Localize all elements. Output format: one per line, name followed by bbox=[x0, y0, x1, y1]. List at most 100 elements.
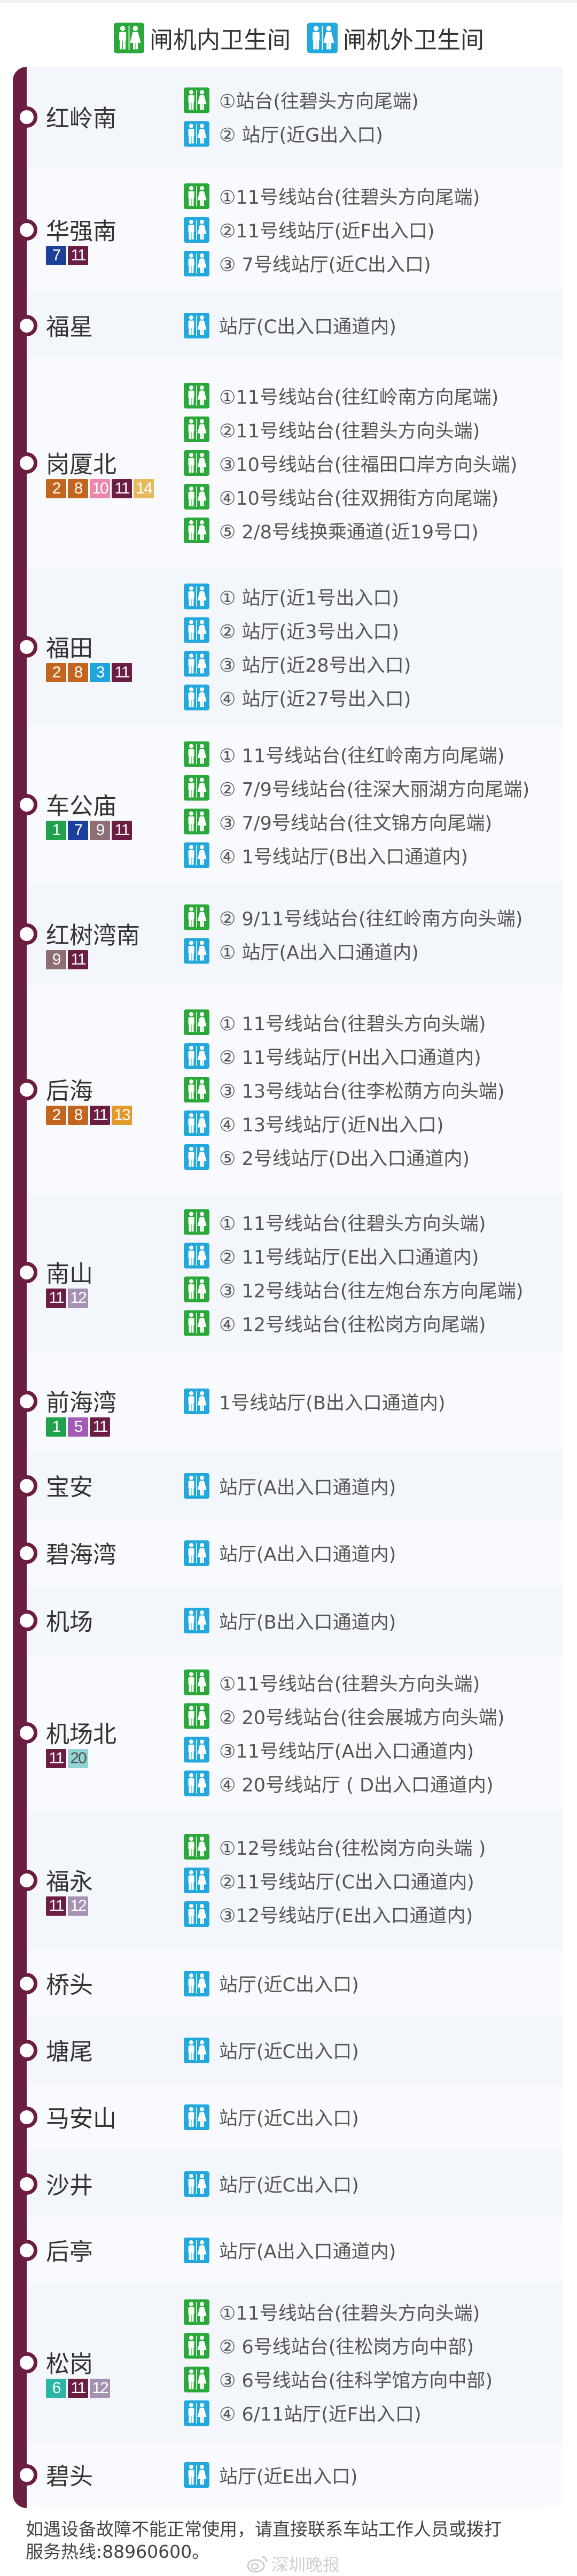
station-name: 后海 bbox=[46, 1077, 93, 1105]
restroom-list: ① 站厅(近1号出入口)② 站厅(近3号出入口)③ 站厅(近28号出入口)④ 站… bbox=[184, 583, 411, 711]
restroom-list: ① 11号线站台(往碧头方向头端)② 11号线站厅(H出入口通道内)③ 13号线… bbox=[184, 1009, 504, 1170]
line-badge: 8 bbox=[68, 663, 88, 682]
station-name: 福永 bbox=[46, 1868, 93, 1896]
line-badge: 20 bbox=[68, 1749, 88, 1768]
restroom-list: ①站台(往碧头方向尾端)② 站厅(近G出入口) bbox=[184, 87, 419, 146]
restroom-location: ①11号线站台(往碧头方向头端) bbox=[219, 1673, 480, 1695]
station-row: 后亭站厅(A出入口通道内) bbox=[16, 2217, 563, 2283]
restroom-list: 站厅(近C出入口) bbox=[184, 2104, 359, 2130]
restroom-icon bbox=[184, 2400, 209, 2426]
restroom-list: ② 9/11号线站台(往红岭南方向头端)① 站厅(A出入口通道内) bbox=[184, 904, 523, 964]
station-name: 红岭南 bbox=[46, 105, 116, 133]
restroom-icon bbox=[184, 2037, 209, 2063]
legend-outside-label: 闸机外卫生间 bbox=[343, 27, 484, 54]
restroom-location: ④ 站厅(近27号出入口) bbox=[219, 689, 411, 710]
restroom-item-outside: ① 站厅(近1号出入口) bbox=[184, 583, 411, 610]
station-name: 红树湾南 bbox=[46, 922, 140, 950]
station-dot bbox=[16, 1079, 37, 1100]
restroom-list: 站厅(近E出入口) bbox=[184, 2462, 357, 2488]
station-row: 沙井 站厅(近C出入口) bbox=[16, 2150, 563, 2217]
top-strip bbox=[0, 0, 577, 3]
restroom-item-inside: ①11号线站台(往碧头方向尾端) bbox=[184, 183, 480, 209]
station-dot bbox=[16, 1262, 37, 1283]
restroom-location: 站厅(A出入口通道内) bbox=[219, 2241, 396, 2263]
restroom-icon bbox=[184, 741, 209, 767]
restroom-location: 1号线站厅(B出入口通道内) bbox=[219, 1392, 446, 1414]
restroom-icon bbox=[184, 1737, 209, 1763]
restroom-location: ①11号线站台(往碧头方向头端) bbox=[219, 2303, 480, 2325]
restroom-item-outside: 站厅(近E出入口) bbox=[184, 2462, 357, 2488]
line-badge: 8 bbox=[68, 479, 88, 498]
line-badge: 11 bbox=[46, 1289, 66, 1308]
restroom-list: ①11号线站台(往碧头方向头端)② 6号线站台(往松岗方向中部)③ 6号线站台(… bbox=[184, 2299, 493, 2426]
station-dot bbox=[16, 2464, 37, 2486]
restroom-icon bbox=[184, 1901, 209, 1927]
restroom-icon bbox=[184, 1770, 209, 1796]
station-dot bbox=[16, 2173, 37, 2195]
restroom-list: ①11号线站台(往碧头方向尾端)②11号线站厅(近F出入口)③ 7号线站厅(近C… bbox=[184, 183, 480, 276]
station-row: 桥头站厅(近C出入口) bbox=[16, 1950, 563, 2017]
restroom-item-outside: ②11号线站厅(近F出入口) bbox=[184, 217, 480, 243]
station-dot bbox=[16, 314, 37, 336]
restroom-icon bbox=[184, 1389, 209, 1414]
restroom-location: ① 11号线站台(往红岭南方向尾端) bbox=[219, 745, 505, 767]
restroom-item-inside: ④10号线站台(往双拥街方向尾端) bbox=[184, 484, 517, 510]
restroom-item-outside: 1号线站厅(B出入口通道内) bbox=[184, 1389, 446, 1414]
footer-line-1: 如遇设备故障不能正常使用，请直接联系车站工作人员或拨打 bbox=[26, 2519, 502, 2540]
restroom-item-inside: ②11号线站台(往碧头方向头端) bbox=[184, 417, 517, 442]
restroom-location: 站厅(A出入口通道内) bbox=[219, 1477, 396, 1499]
restroom-list: 站厅(A出入口通道内) bbox=[184, 1473, 396, 1499]
station-name: 塘尾 bbox=[46, 2038, 93, 2066]
line-badge: 1 bbox=[46, 821, 66, 840]
restroom-list: 站厅(B出入口通道内) bbox=[184, 1608, 396, 1633]
station-name: 沙井 bbox=[46, 2172, 93, 2200]
line-badge: 1 bbox=[46, 1417, 66, 1437]
restroom-icon bbox=[184, 2366, 209, 2392]
restroom-location: ③ 6号线站台(往科学馆方向中部) bbox=[219, 2370, 493, 2392]
station-dot bbox=[16, 1870, 37, 1891]
restroom-list: 站厅(近C出入口) bbox=[184, 2171, 359, 2197]
station-dot bbox=[16, 794, 37, 815]
restroom-list: ① 11号线站台(往红岭南方向尾端)② 7/9号线站台(往深大丽湖方向尾端)③ … bbox=[184, 741, 529, 868]
station-name: 岗厦北 bbox=[46, 451, 116, 479]
restroom-icon bbox=[184, 1473, 209, 1499]
restroom-icon bbox=[184, 583, 209, 610]
restroom-location: ④ 13号线站厅(近N出入口) bbox=[219, 1114, 444, 1136]
station-name: 车公庙 bbox=[46, 792, 116, 820]
restroom-item-outside: 站厅(近C出入口) bbox=[184, 2037, 359, 2063]
restroom-item-inside: ② 20号线站台(往会展城方向头端) bbox=[184, 1703, 504, 1729]
restroom-location: ⑤ 2号线站厅(D出入口通道内) bbox=[219, 1148, 470, 1170]
weibo-logo-icon bbox=[247, 2556, 268, 2573]
line-badge: 9 bbox=[46, 950, 66, 969]
restroom-item-inside: ③ 6号线站台(往科学馆方向中部) bbox=[184, 2366, 493, 2392]
station-name: 碧海湾 bbox=[46, 1541, 116, 1569]
station-name: 宝安 bbox=[46, 1474, 93, 1501]
restroom-location: ② 11号线站厅(E出入口通道内) bbox=[219, 1247, 479, 1268]
restroom-icon bbox=[184, 1540, 209, 1566]
restroom-icon bbox=[184, 2462, 209, 2488]
restroom-location: ④ 20号线站厅 ( D出入口通道内) bbox=[219, 1775, 494, 1796]
restroom-item-outside: 站厅(近C出入口) bbox=[184, 2104, 359, 2130]
restroom-item-inside: ① 11号线站台(往碧头方向头端) bbox=[184, 1009, 504, 1035]
line-badge: 7 bbox=[46, 245, 66, 265]
legend-outside: 闸机外卫生间 bbox=[307, 22, 484, 54]
restroom-icon bbox=[184, 2104, 209, 2130]
line-badge: 11 bbox=[68, 245, 88, 265]
line-badge: 11 bbox=[112, 479, 132, 498]
restroom-location: ② 9/11号线站台(往红岭南方向头端) bbox=[219, 908, 523, 930]
restroom-location: ①11号线站台(往碧头方向尾端) bbox=[219, 187, 480, 209]
line-badge: 11 bbox=[46, 1896, 66, 1916]
station-dot bbox=[16, 636, 37, 658]
restroom-list: ①12号线站台(往松岗方向头端 )②11号线站厅(C出入口通道内)③12号线站厅… bbox=[184, 1834, 486, 1927]
line-badge: 6 bbox=[46, 2378, 66, 2398]
restroom-location: ③ 12号线站台(往左炮台东方向尾端) bbox=[219, 1281, 524, 1302]
line-badge: 12 bbox=[68, 1896, 88, 1916]
restroom-location: ③12号线站厅(E出入口通道内) bbox=[219, 1905, 473, 1927]
restroom-item-outside: ④ 6/11站厅(近F出入口) bbox=[184, 2400, 493, 2426]
